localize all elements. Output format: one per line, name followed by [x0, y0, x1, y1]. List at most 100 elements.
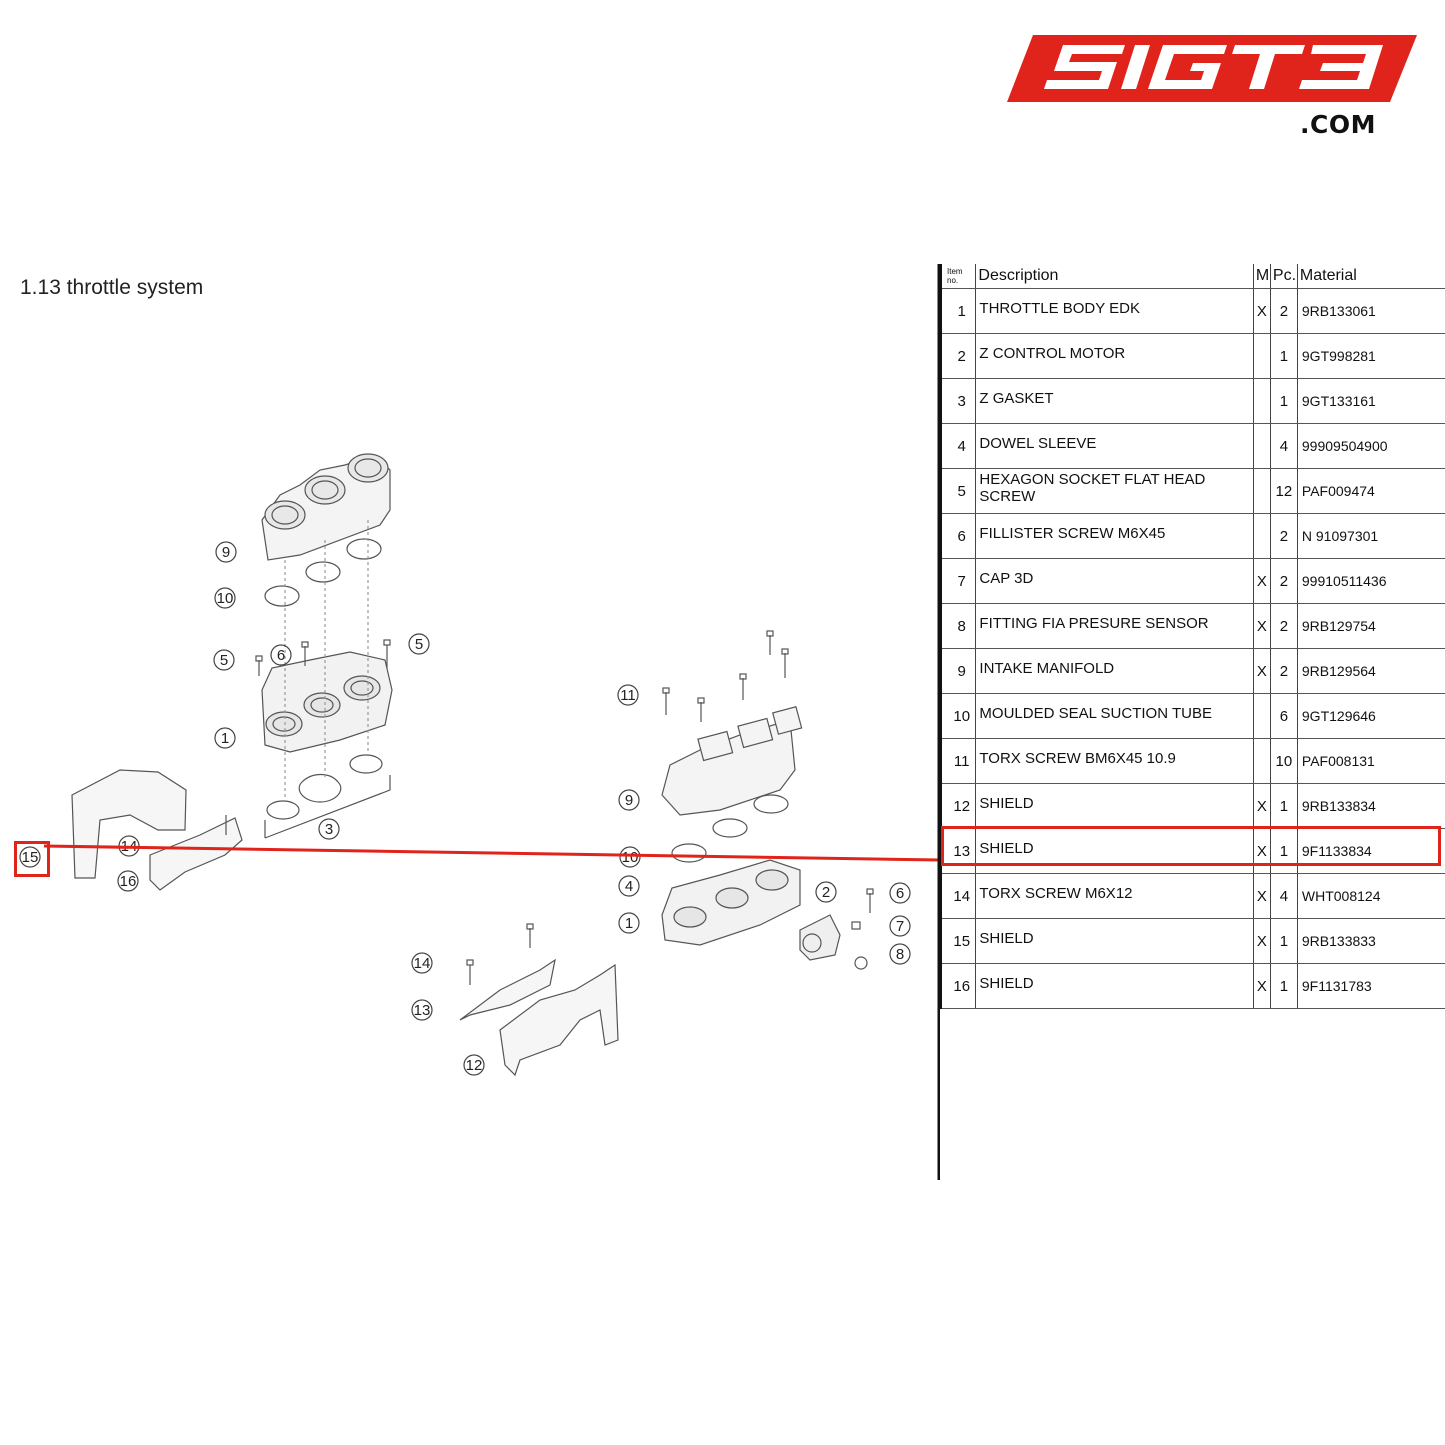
- cell-description: Z GASKET: [975, 378, 1254, 424]
- cell-m: X: [1253, 648, 1271, 694]
- callout-14: 14: [414, 955, 431, 972]
- cell-description: SHIELD: [975, 918, 1254, 964]
- highlight-row-box: [941, 826, 1441, 866]
- cell-material: 9F1133834: [1297, 828, 1445, 874]
- callout-12: 12: [466, 1057, 483, 1074]
- cell-material: PAF009474: [1297, 468, 1445, 514]
- cell-pc: 4: [1270, 873, 1298, 919]
- section-title: 1.13 throttle system: [20, 276, 204, 299]
- cell-m: [1253, 513, 1271, 559]
- shield-right: [459, 958, 619, 1077]
- cell-pc: 2: [1270, 603, 1298, 649]
- cell-material: 9GT998281: [1297, 333, 1445, 379]
- shield-left: [71, 769, 243, 891]
- cell-item-no: 5: [938, 468, 977, 514]
- cell-pc: 1: [1270, 918, 1298, 964]
- cell-item-no: 13: [938, 828, 977, 874]
- cell-item-no: 8: [938, 603, 977, 649]
- cell-pc: 1: [1270, 963, 1298, 1009]
- cell-m: X: [1253, 963, 1271, 1009]
- callout-10: 10: [217, 590, 234, 607]
- cell-description: HEXAGON SOCKET FLAT HEAD SCREW: [975, 468, 1254, 514]
- cell-pc: 4: [1270, 423, 1298, 469]
- callout-1: 1: [625, 915, 633, 932]
- cell-material: 9F1131783: [1297, 963, 1445, 1009]
- callout-13: 13: [414, 1002, 431, 1019]
- header-description: Description: [975, 264, 1254, 289]
- callout-9: 9: [625, 792, 633, 809]
- cell-item-no: 7: [938, 558, 977, 604]
- callout-10: 10: [622, 849, 639, 866]
- sigt3-logo: [1007, 35, 1417, 102]
- callout-1: 1: [221, 730, 229, 747]
- header-pc: Pc.: [1270, 264, 1298, 289]
- cell-m: [1253, 468, 1271, 514]
- cell-material: PAF008131: [1297, 738, 1445, 784]
- cell-description: TORX SCREW M6X12: [975, 873, 1254, 919]
- cell-item-no: 15: [938, 918, 977, 964]
- cell-description: SHIELD: [975, 963, 1254, 1009]
- callout-5: 5: [220, 652, 228, 669]
- cell-material: 99909504900: [1297, 423, 1445, 469]
- throttle-body-left: [261, 651, 393, 753]
- cell-material: N 91097301: [1297, 513, 1445, 559]
- callout-4: 4: [625, 878, 633, 895]
- table-header-row: Item no. Description M Pc. Material: [938, 264, 1445, 289]
- cell-material: 99910511436: [1297, 558, 1445, 604]
- callout-3: 3: [325, 821, 333, 838]
- intake-manifold-left: [261, 453, 391, 561]
- cell-pc: 1: [1270, 378, 1298, 424]
- callout-6: 6: [896, 885, 904, 902]
- cell-item-no: 9: [938, 648, 977, 694]
- header-m: M: [1253, 264, 1271, 289]
- cell-item-no: 12: [938, 783, 977, 829]
- callout-15: 15: [22, 849, 39, 866]
- callout-6: 6: [277, 647, 285, 664]
- cell-item-no: 14: [938, 873, 977, 919]
- intake-manifold-right: [661, 705, 803, 816]
- cell-m: X: [1253, 783, 1271, 829]
- cell-description: FILLISTER SCREW M6X45: [975, 513, 1254, 559]
- cell-item-no: 1: [938, 288, 977, 334]
- logo-domain: .COM: [1300, 110, 1376, 139]
- cell-description: FITTING FIA PRESURE SENSOR: [975, 603, 1254, 649]
- header-item-no: Item no.: [938, 264, 977, 289]
- highlight-connector: [43, 844, 940, 862]
- cell-pc: 1: [1270, 783, 1298, 829]
- cell-pc: 1: [1270, 333, 1298, 379]
- cell-item-no: 10: [938, 693, 977, 739]
- cell-m: X: [1253, 603, 1271, 649]
- callout-11: 11: [620, 687, 636, 704]
- cell-item-no: 16: [938, 963, 977, 1009]
- callout-16: 16: [120, 873, 137, 890]
- header-material: Material: [1297, 264, 1445, 289]
- cell-description: CAP 3D: [975, 558, 1254, 604]
- cell-item-no: 6: [938, 513, 977, 559]
- cell-pc: 2: [1270, 288, 1298, 334]
- cell-description: SHIELD: [975, 783, 1254, 829]
- cell-m: [1253, 423, 1271, 469]
- cell-m: [1253, 693, 1271, 739]
- cell-material: 9GT129646: [1297, 693, 1445, 739]
- callout-7: 7: [896, 918, 904, 935]
- callout-9: 9: [222, 544, 230, 561]
- cell-description: Z CONTROL MOTOR: [975, 333, 1254, 379]
- callout-2: 2: [822, 884, 830, 901]
- control-motor: [799, 914, 841, 961]
- cell-material: 9RB133834: [1297, 783, 1445, 829]
- cell-m: X: [1253, 873, 1271, 919]
- cell-pc: 2: [1270, 648, 1298, 694]
